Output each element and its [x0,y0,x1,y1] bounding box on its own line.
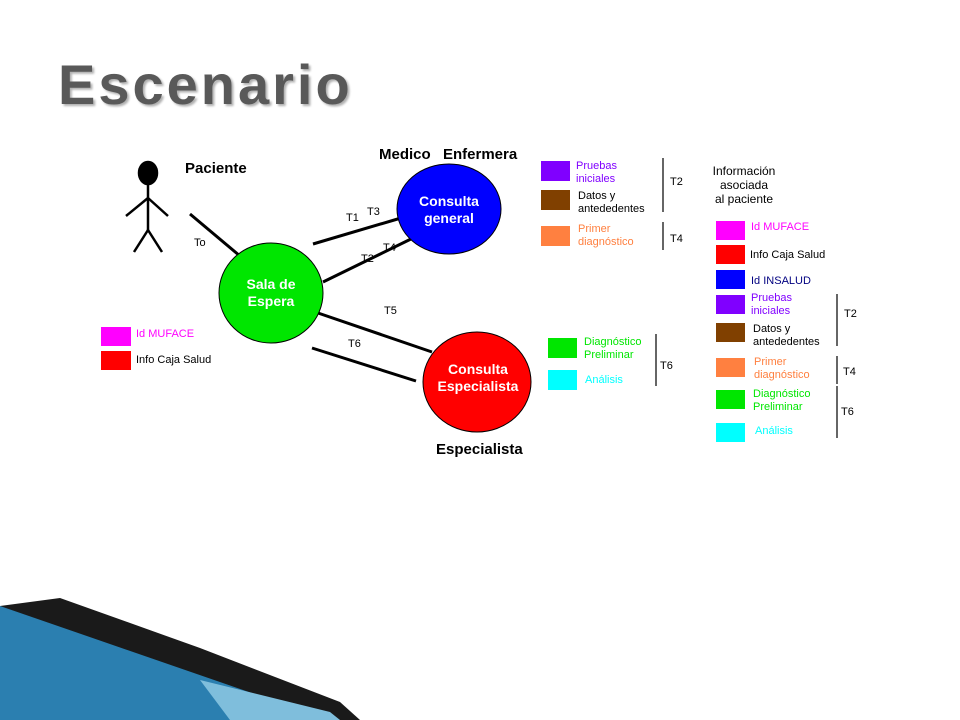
connector-sala-especialista-t5 [317,311,433,354]
general-primer-text: Primer diagnóstico [578,223,634,249]
panel-primer-text: Primer diagnóstico [754,356,810,382]
panel-analisis-text: Análisis [755,425,793,437]
panel-muface-swatch [716,221,745,240]
panel-datos-text: Datos y antededentes [753,323,820,349]
general-pruebas-swatch [541,161,570,181]
consulta-especialista-node[interactable] [422,331,532,433]
panel-primer-line1: Primer [754,356,787,368]
specialist-analisis-text: Análisis [585,374,623,386]
patient-caja-text: Info Caja Salud [136,354,212,366]
patient-label: Paciente [185,160,247,177]
patient-stick-figure-icon [125,160,169,253]
sala-label-line2: Espera [247,293,295,309]
general-label-line2: general [424,210,474,226]
medico-label: Medico [379,146,431,163]
transition-t4: T4 [383,242,396,254]
patient-muface-text: Id MUFACE [136,328,195,340]
panel-datos-line1: Datos y [753,323,791,335]
general-label-line1: Consulta [419,193,479,209]
general-bracket-t2-label: T2 [670,176,683,188]
panel-primer-swatch [716,358,745,377]
panel-diag-line1: Diagnóstico [753,388,811,400]
panel-caja-swatch [716,245,745,264]
sala-label-line1: Sala de [246,276,296,292]
general-pruebas-line1: Pruebas [576,160,617,172]
panel-pruebas-line2: iniciales [751,305,791,317]
transition-t5: T5 [384,305,397,317]
transition-t3: T3 [367,206,380,218]
panel-datos-line2: antededentes [753,336,820,348]
panel-primer-line2: diagnóstico [754,369,810,381]
connector-patient-sala [189,212,241,258]
connector-sala-general-t1 [312,216,402,246]
specialist-bracket-t6-label: T6 [660,360,673,372]
panel-diag-text: Diagnóstico Preliminar [753,388,810,414]
transition-to: To [194,237,206,249]
panel-bracket-t6-label: T6 [841,406,854,418]
connector-sala-especialista-t6 [311,346,417,383]
patient-caja-swatch [101,351,131,370]
panel-bracket-t4-label: T4 [843,366,856,378]
sala-node-label: Sala de Espera [225,276,317,310]
especialista-label: Especialista [436,441,523,458]
panel-diag-swatch [716,390,745,409]
general-datos-text: Datos y antededentes [578,190,645,216]
panel-insalud-text: Id INSALUD [751,275,811,287]
panel-datos-swatch [716,323,745,342]
info-heading-line1: Información [712,164,776,178]
info-heading-line2: asociada [719,178,769,192]
panel-pruebas-text: Pruebas iniciales [751,292,792,318]
panel-analisis-swatch [716,423,745,442]
panel-muface-text: Id MUFACE [751,221,810,233]
patient-muface-swatch [101,327,131,346]
sala-de-espera-node[interactable] [218,242,324,344]
specialist-diag-text: Diagnóstico Preliminar [584,336,641,362]
general-node-label: Consulta general [403,193,495,227]
general-datos-line2: antededentes [578,203,645,215]
slide-title: Escenario [58,53,353,116]
decorative-swoosh [0,598,360,720]
enfermera-label: Enfermera [443,146,518,163]
general-pruebas-line2: iniciales [576,173,616,185]
general-primer-line1: Primer [578,223,611,235]
general-primer-swatch [541,226,570,246]
specialist-diag-line1: Diagnóstico [584,336,642,348]
specialist-diag-swatch [548,338,577,358]
transition-t2: T2 [361,253,374,265]
transition-t1: T1 [346,212,359,224]
general-datos-line1: Datos y [578,190,616,202]
panel-pruebas-line1: Pruebas [751,292,792,304]
info-heading-line3: al paciente [714,192,774,206]
panel-pruebas-swatch [716,295,745,314]
specialist-diag-line2: Preliminar [584,349,634,361]
panel-insalud-swatch [716,270,745,289]
connector-sala-general-t2 [322,236,414,284]
general-pruebas-text: Pruebas iniciales [576,160,617,186]
panel-caja-text: Info Caja Salud [750,249,826,261]
specialist-analisis-swatch [548,370,577,390]
general-bracket-t4-label: T4 [670,233,683,245]
general-primer-line2: diagnóstico [578,236,634,248]
transition-t6: T6 [348,338,361,350]
consulta-general-node[interactable] [396,163,502,255]
info-panel-heading: Información asociada al paciente [705,164,783,206]
panel-diag-line2: Preliminar [753,401,803,413]
especialista-node-label: Consulta Especialista [424,361,532,395]
general-datos-swatch [541,190,570,210]
especialista-label-line1: Consulta [448,361,508,377]
especialista-label-line2: Especialista [437,378,519,394]
panel-bracket-t2-label: T2 [844,308,857,320]
